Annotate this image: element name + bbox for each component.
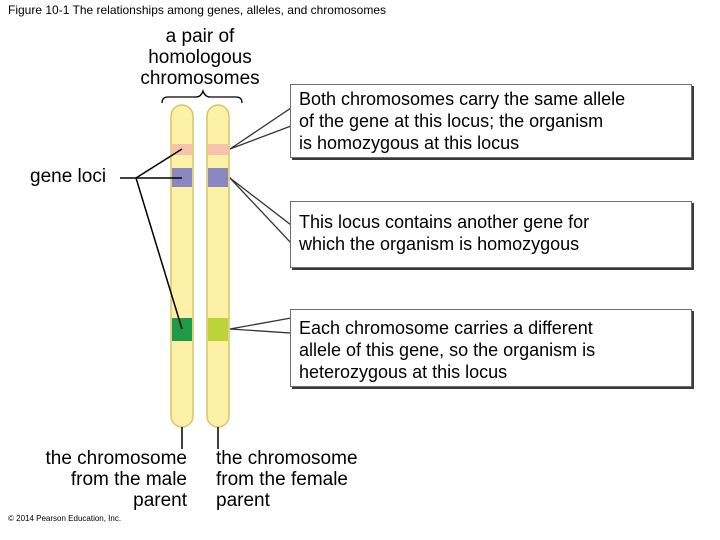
female-chromosome-label: the chromosome from the female parent bbox=[216, 448, 416, 511]
locus-band-pink-female bbox=[208, 144, 228, 155]
callout-line: This locus contains another gene for bbox=[299, 212, 590, 232]
female-label-line: from the female bbox=[216, 469, 348, 490]
callout-homozygous-locus: Both chromosomes carry the same allele o… bbox=[290, 84, 692, 158]
gene-loci-pointers bbox=[120, 148, 183, 330]
callout-line: Each chromosome carries a different bbox=[299, 318, 593, 338]
male-label-line: the chromosome bbox=[45, 448, 187, 469]
male-label-line: from the male bbox=[70, 469, 187, 490]
callout-line: heterozygous at this locus bbox=[299, 362, 508, 382]
callout-line: which the organism is homozygous bbox=[299, 234, 580, 254]
male-chromosome-label: the chromosome from the male parent bbox=[0, 448, 187, 511]
homologous-pair-label: a pair of homologous chromosomes bbox=[120, 26, 280, 89]
callout-another-gene: This locus contains another gene for whi… bbox=[290, 201, 692, 268]
locus-band-purple-female bbox=[208, 168, 228, 187]
female-label-line: the chromosome bbox=[216, 448, 358, 469]
callout-line: is homozygous at this locus bbox=[299, 133, 520, 153]
female-chromosome bbox=[206, 104, 230, 428]
female-label-line: parent bbox=[216, 490, 270, 511]
male-label-line: parent bbox=[133, 490, 187, 511]
pair-label-line: homologous bbox=[148, 47, 252, 68]
callout-line: allele of this gene, so the organism is bbox=[299, 340, 596, 360]
callout-heterozygous-locus: Each chromosome carries a different alle… bbox=[290, 309, 692, 387]
pair-label-line: a pair of bbox=[165, 26, 235, 47]
gene-loci-label: gene loci bbox=[30, 166, 107, 187]
pair-bracket bbox=[161, 88, 243, 104]
locus-band-yellowgreen-female bbox=[208, 318, 228, 341]
pair-label-line: chromosomes bbox=[140, 68, 260, 89]
callout-pointers bbox=[229, 106, 292, 334]
locus-band-green-male bbox=[172, 318, 192, 341]
callout-line: of the gene at this locus; the organism bbox=[299, 111, 604, 131]
callout-line: Both chromosomes carry the same allele bbox=[299, 89, 626, 109]
figure-title: Figure 10-1 The relationships among gene… bbox=[8, 3, 386, 17]
copyright-notice: © 2014 Pearson Education, Inc. bbox=[8, 514, 122, 523]
